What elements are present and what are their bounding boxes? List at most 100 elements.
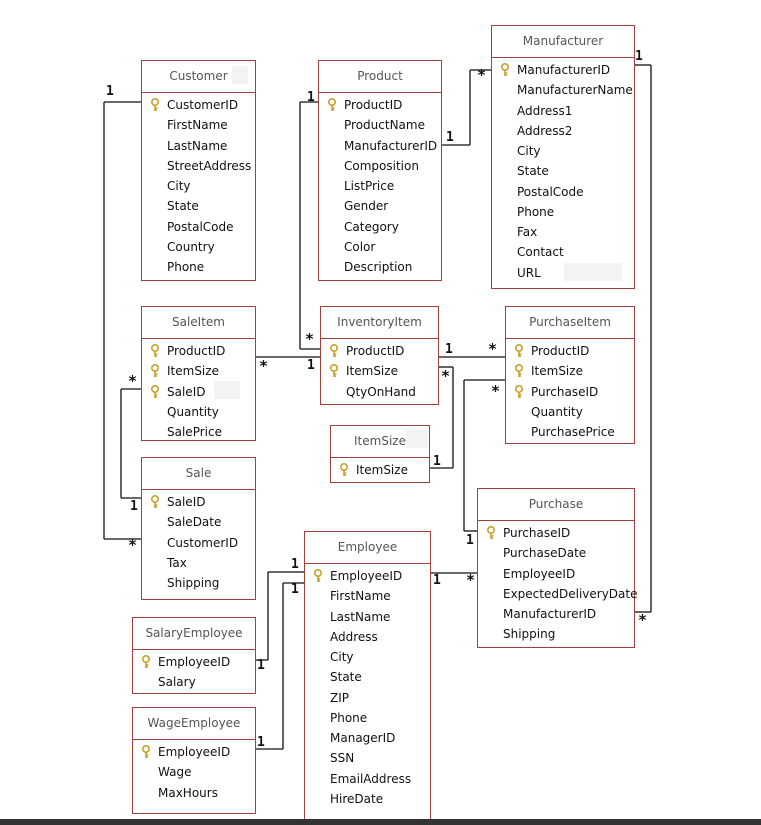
field-name: Fax [517,225,538,239]
cardinality-many-label: * [466,571,476,589]
field-row[interactable]: ListPrice [319,176,441,196]
field-name: ManagerID [330,731,396,745]
field-row[interactable]: City [305,647,430,667]
field-row[interactable]: MaxHours [133,783,255,803]
field-row[interactable]: EmployeeID [305,566,430,586]
field-row[interactable]: PurchaseID [478,523,634,543]
field-row[interactable]: EmployeeID [478,564,634,584]
field-name: SaleDate [167,515,222,530]
field-row[interactable]: Wage [133,762,255,782]
field-row[interactable]: Address [305,627,430,647]
field-row[interactable]: Salary [133,672,255,692]
field-row[interactable]: State [142,196,255,216]
table-title: SalaryEmployee [133,618,255,650]
field-row[interactable]: PostalCode [142,217,255,237]
field-row[interactable]: EmployeeID [133,742,255,762]
field-row[interactable]: Phone [305,708,430,728]
field-row[interactable]: LastName [142,136,255,156]
field-row[interactable]: ProductID [319,95,441,115]
field-row[interactable]: SaleDate [142,512,255,532]
field-row[interactable]: City [492,141,634,161]
field-row[interactable]: ManufacturerID [478,604,634,624]
field-row[interactable]: EmployeeID [133,652,255,672]
field-row[interactable]: State [305,667,430,687]
field-row[interactable]: State [492,161,634,181]
cardinality-many-label: * [305,330,315,348]
field-row[interactable]: ProductName [319,115,441,135]
field-row[interactable]: Shipping [478,624,634,644]
cardinality-one-label: 1 [307,90,315,105]
field-row[interactable]: ProductID [506,341,634,361]
table-title: InventoryItem [321,307,438,339]
field-row[interactable]: Description [319,257,441,277]
table-title: Manufacturer [492,26,634,58]
field-row[interactable]: StreetAddress [142,156,255,176]
field-row[interactable]: ProductID [321,341,438,361]
field-name: Color [344,239,376,254]
field-row[interactable]: ManufacturerID [319,136,441,156]
field-row[interactable]: SaleID [142,382,255,402]
field-row[interactable]: ManufacturerName [492,80,634,100]
field-row[interactable]: Category [319,217,441,237]
field-row[interactable]: QtyOnHand [321,382,438,402]
field-row[interactable]: EmailAddress [305,769,430,789]
field-row[interactable]: ProductID [142,341,255,361]
field-row[interactable]: SalePrice [142,422,255,442]
primary-key-icon [150,97,160,112]
field-row[interactable]: Color [319,237,441,257]
field-row[interactable]: PurchasePrice [506,422,634,442]
field-row[interactable]: Address2 [492,121,634,141]
field-name: ProductID [346,344,405,358]
field-row[interactable]: ItemSize [321,361,438,381]
field-row[interactable]: SSN [305,748,430,768]
field-row[interactable]: Gender [319,196,441,216]
field-row[interactable]: ItemSize [506,361,634,381]
field-row[interactable]: SaleID [142,492,255,512]
field-row[interactable]: Phone [142,257,255,277]
field-row[interactable]: PostalCode [492,182,634,202]
field-row[interactable]: ExpectedDeliveryDate [478,584,637,604]
field-row[interactable]: Address1 [492,101,634,121]
field-name: Composition [344,158,419,173]
field-name: ManufacturerID [344,138,438,153]
field-row[interactable]: ManufacturerID [492,60,634,80]
field-row[interactable]: Contact [492,242,634,262]
field-row[interactable]: FirstName [305,586,430,606]
field-row[interactable]: PurchaseID [506,382,634,402]
field-row[interactable]: Fax [492,222,634,242]
field-row[interactable]: PurchaseDate [478,543,634,563]
field-row[interactable]: Shipping [142,573,255,593]
field-row[interactable]: City [142,176,255,196]
field-row[interactable]: CustomerID [142,533,255,553]
field-row[interactable]: FirstName [142,115,255,135]
field-row[interactable]: Quantity [506,402,634,422]
field-row[interactable]: Phone [492,202,634,222]
field-row[interactable]: CustomerID [142,95,255,115]
field-row[interactable]: URL [492,263,634,283]
field-name: Address2 [517,123,573,138]
field-row[interactable]: Quantity [142,402,255,422]
field-row[interactable]: Composition [319,156,441,176]
field-row[interactable]: Tax [142,553,255,573]
field-row[interactable]: LastName [305,607,430,627]
field-row[interactable]: ManagerID [305,728,430,748]
field-row[interactable]: ItemSize [142,361,255,381]
field-row[interactable]: Country [142,237,255,257]
field-row[interactable]: HireDate [305,789,430,809]
field-row[interactable]: ItemSize [331,460,429,480]
field-name: SaleID [167,495,206,509]
field-name: HireDate [330,791,384,806]
field-name: Phone [517,204,555,219]
field-row[interactable]: ZIP [305,688,430,708]
